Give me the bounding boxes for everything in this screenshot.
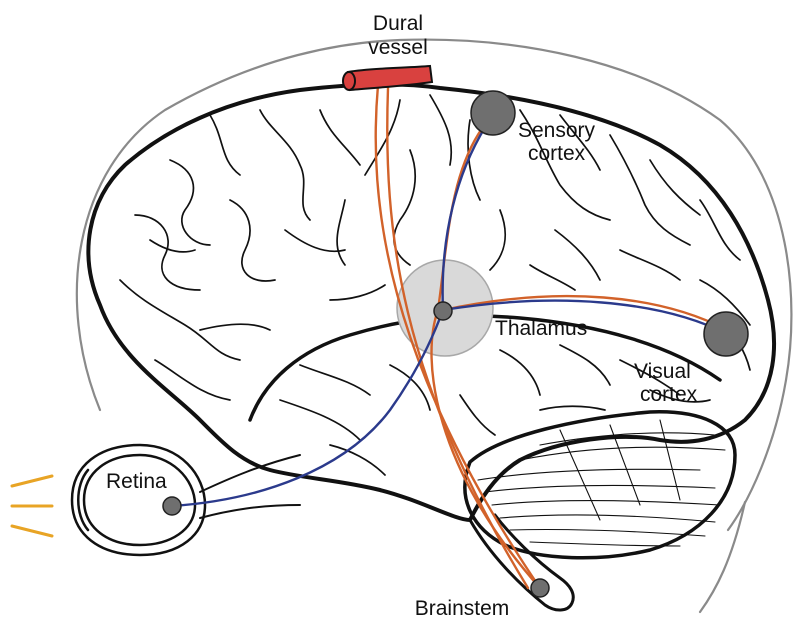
- brainstem-label: Brainstem: [415, 597, 510, 620]
- brainstem-node: [531, 579, 549, 597]
- sensory-cortex-label-line2: cortex: [528, 142, 586, 165]
- eye: [72, 445, 300, 555]
- dural-vessel-label-line1: Dural: [373, 12, 423, 35]
- retina-label: Retina: [106, 470, 167, 493]
- visual-cortex-label-line1: Visual: [634, 360, 691, 383]
- dural-vessel-label-line2: vessel: [368, 36, 428, 59]
- visual-cortex-node: [704, 312, 748, 356]
- light-rays: [12, 476, 52, 536]
- sensory-cortex-label-line1: Sensory: [518, 119, 596, 142]
- thalamus-node: [434, 302, 452, 320]
- thalamus-label: Thalamus: [495, 317, 587, 340]
- sensory-cortex-node: [471, 91, 515, 135]
- retina-node: [163, 497, 181, 515]
- visual-cortex-label-line2: cortex: [640, 383, 698, 406]
